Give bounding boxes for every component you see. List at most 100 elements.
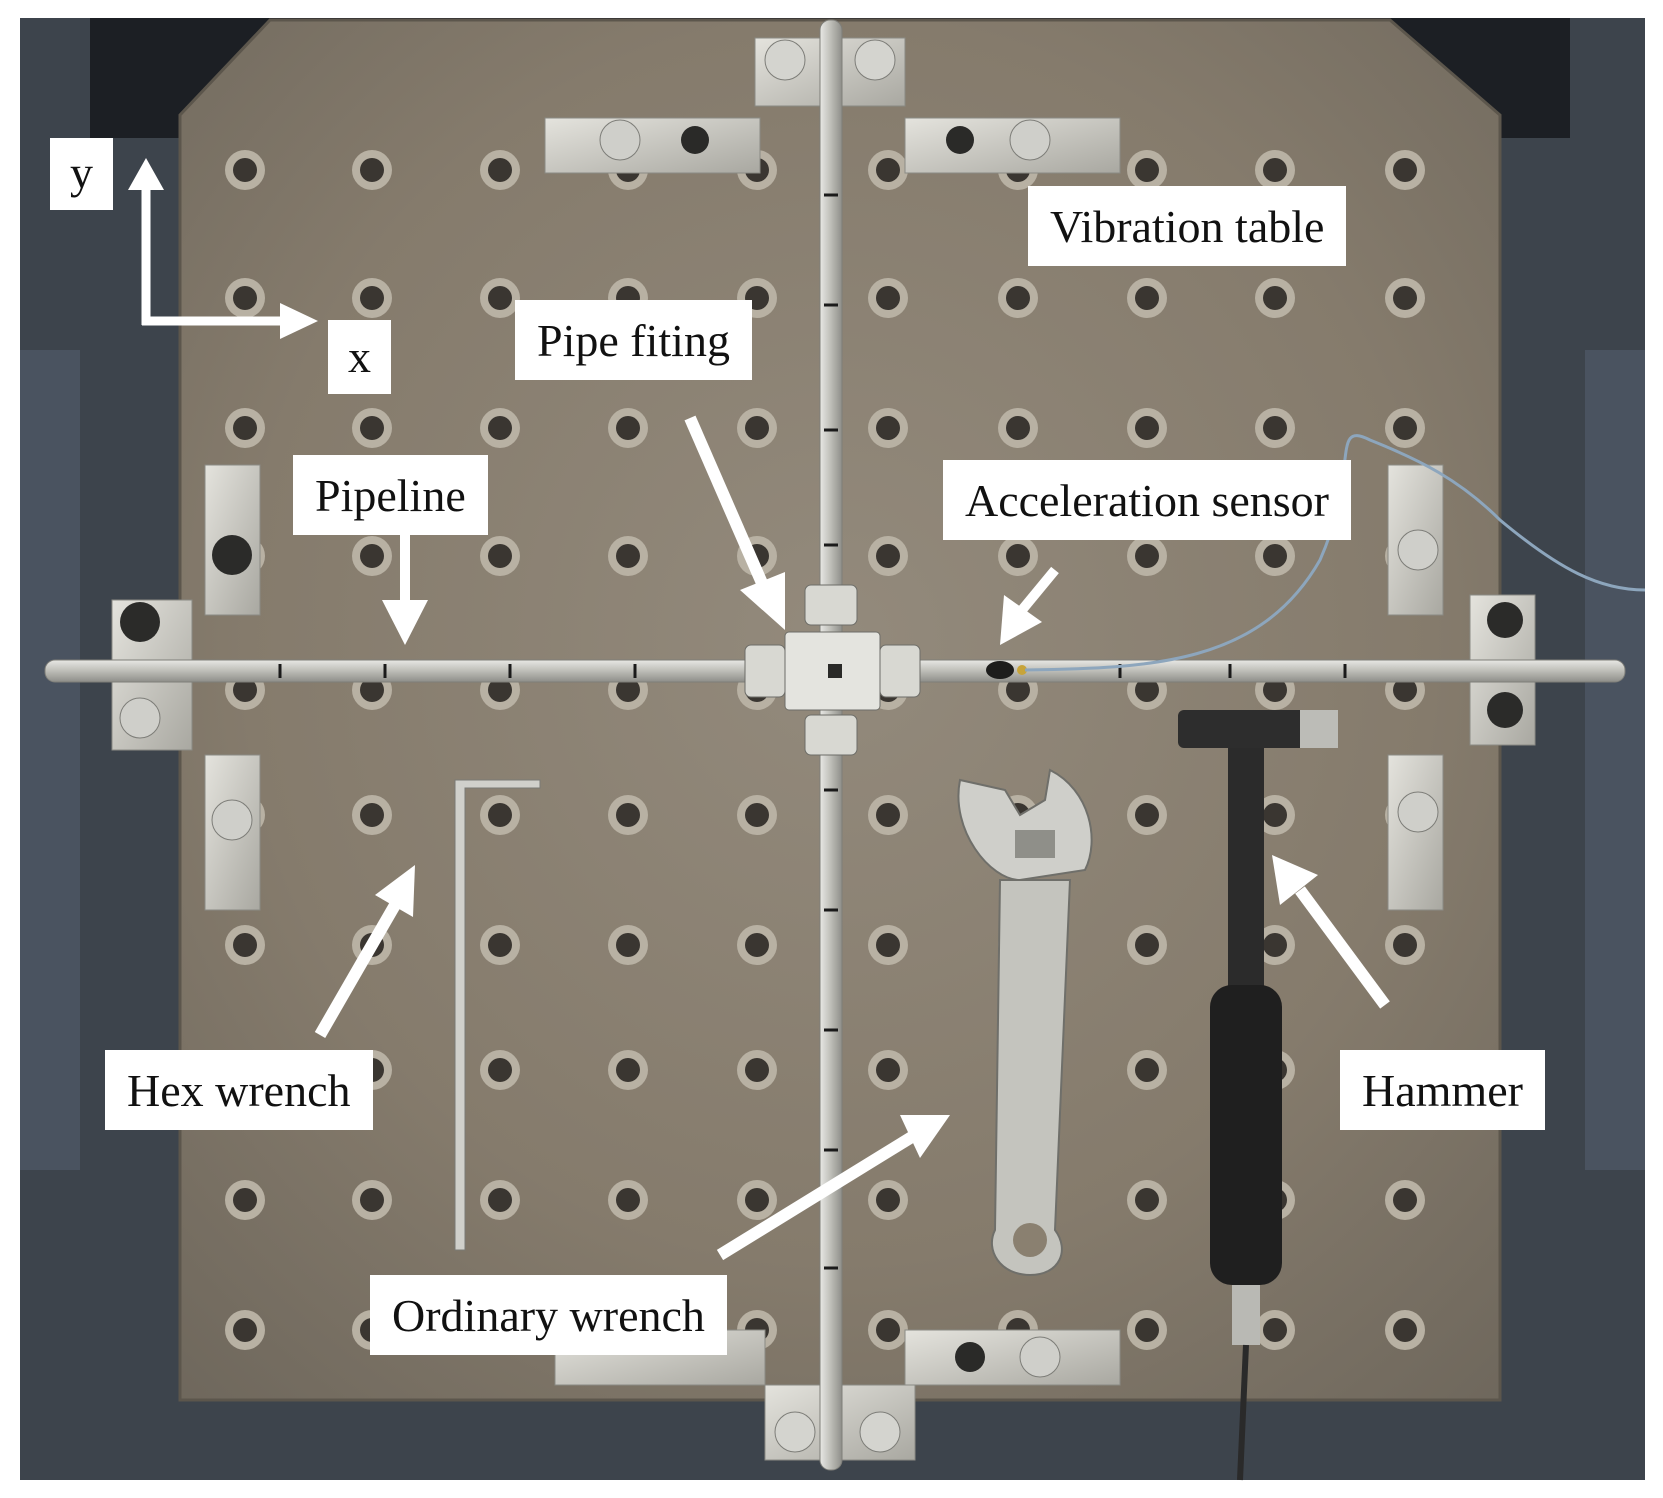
left-mount-bolt-bottom <box>119 697 161 739</box>
bolt-hole-center <box>745 1058 769 1082</box>
bolt-hole-center <box>876 803 900 827</box>
bolt-hole-center <box>1263 544 1287 568</box>
bolt-hole-center <box>1263 286 1287 310</box>
bolt-hole-center <box>360 803 384 827</box>
top-clamp-right-hole <box>946 126 974 154</box>
bolt-hole-center <box>876 1058 900 1082</box>
top-clamp-left <box>544 117 761 174</box>
bolt-hole-center <box>1135 1318 1159 1342</box>
hex-wrench <box>454 779 541 1251</box>
label-ordinary-wrench: Ordinary wrench <box>370 1275 727 1355</box>
bolt-hole-center <box>233 1318 257 1342</box>
arrow-pipe-fitting <box>684 415 771 593</box>
bolt-hole-center <box>488 416 512 440</box>
label-acceleration-sensor: Acceleration sensor <box>943 460 1352 540</box>
bolt-hole-center <box>233 678 257 702</box>
bolt-hole-center <box>1263 1318 1287 1342</box>
right-side-plate-top-bolt <box>1397 529 1439 571</box>
bottom-clamp-right <box>904 1329 1121 1386</box>
bolt-hole-center <box>488 286 512 310</box>
bolt-hole-center <box>233 286 257 310</box>
label-hex-wrench: Hex wrench <box>105 1050 373 1130</box>
label-vibration-table: Vibration table <box>1028 186 1347 266</box>
bolt-hole-center <box>616 1188 640 1212</box>
sensor-dot <box>1017 665 1027 675</box>
bolt-hole-center <box>876 1188 900 1212</box>
bolt-hole-center <box>1135 544 1159 568</box>
bolt-hole-center <box>488 933 512 957</box>
top-mount-bolt-left <box>764 39 806 81</box>
bottom-mount-bolt-left <box>774 1411 816 1453</box>
bolt-hole-center <box>1135 1188 1159 1212</box>
bolt-hole-center <box>360 416 384 440</box>
bolt-hole-center <box>1393 158 1417 182</box>
right-mount-bolt-bottom <box>1487 692 1523 728</box>
bolt-hole-center <box>616 933 640 957</box>
bolt-hole-center <box>616 1058 640 1082</box>
bolt-hole-center <box>360 286 384 310</box>
bolt-hole-center <box>488 678 512 702</box>
bolt-hole-center <box>1006 416 1030 440</box>
bolt-hole-center <box>616 544 640 568</box>
bolt-hole-center <box>1393 678 1417 702</box>
bolt-hole-center <box>1393 1318 1417 1342</box>
bolt-hole-center <box>1135 933 1159 957</box>
bolt-hole-center <box>233 416 257 440</box>
bolt-hole-center <box>1006 678 1030 702</box>
arrow-hammer <box>1295 886 1390 1009</box>
bolt-hole-center <box>745 933 769 957</box>
bolt-hole-center <box>488 158 512 182</box>
bolt-hole-center <box>1393 286 1417 310</box>
bottom-clamp-right-hole <box>955 1342 985 1372</box>
bolt-hole-center <box>876 544 900 568</box>
bolt-hole-center <box>876 933 900 957</box>
label-pipe-fitting: Pipe fiting <box>515 300 752 380</box>
bolt-hole-center <box>1263 803 1287 827</box>
ordinary-wrench <box>957 768 1093 1277</box>
bolt-hole-center <box>1135 1058 1159 1082</box>
right-mount-bolt-top <box>1487 602 1523 638</box>
bolt-hole-center <box>488 1058 512 1082</box>
bolt-hole-center <box>233 158 257 182</box>
arrow-hex-wrench <box>314 902 401 1038</box>
bolt-hole-center <box>488 803 512 827</box>
bolt-hole-center <box>1263 678 1287 702</box>
left-side-plate-top-bolt <box>212 535 252 575</box>
bolt-hole-center <box>616 416 640 440</box>
base-side-left <box>20 350 80 1170</box>
top-clamp-right-bolt <box>1009 119 1051 161</box>
right-side-plate-bottom-bolt <box>1397 791 1439 833</box>
bolt-hole-center <box>1135 158 1159 182</box>
right-side-plate-bottom <box>1387 754 1444 911</box>
hammer <box>1178 710 1338 1481</box>
bolt-hole-center <box>488 544 512 568</box>
base-side-right <box>1585 350 1645 1170</box>
bolt-hole-center <box>360 544 384 568</box>
top-clamp-left-hole <box>681 126 709 154</box>
bolt-hole-center <box>233 1188 257 1212</box>
left-side-plate-bottom-bolt <box>211 799 253 841</box>
bolt-hole-center <box>1263 158 1287 182</box>
arrow-ordinary-wrench <box>716 1129 919 1261</box>
bolt-hole-center <box>1393 1188 1417 1212</box>
bolt-hole-center <box>360 158 384 182</box>
top-mount-bolt-right <box>854 39 896 81</box>
bolt-hole-center <box>616 678 640 702</box>
pipe-fitting <box>744 584 921 756</box>
bolt-hole-center <box>1263 416 1287 440</box>
bolt-hole-center <box>1135 286 1159 310</box>
top-clamp-left-bolt <box>599 119 641 161</box>
bolt-hole-center <box>745 1188 769 1212</box>
coordinate-axes <box>128 158 318 339</box>
bolt-hole-center <box>1006 286 1030 310</box>
bolt-hole-center <box>488 1188 512 1212</box>
acceleration-sensor <box>986 661 1014 679</box>
bolt-hole-center <box>1135 678 1159 702</box>
annotation-arrows <box>314 415 1390 1261</box>
bolt-hole-center <box>360 1188 384 1212</box>
label-pipeline: Pipeline <box>293 455 488 535</box>
bottom-clamp-right-bolt <box>1019 1336 1061 1378</box>
bolt-hole-center <box>1006 544 1030 568</box>
label-hammer: Hammer <box>1340 1050 1545 1130</box>
